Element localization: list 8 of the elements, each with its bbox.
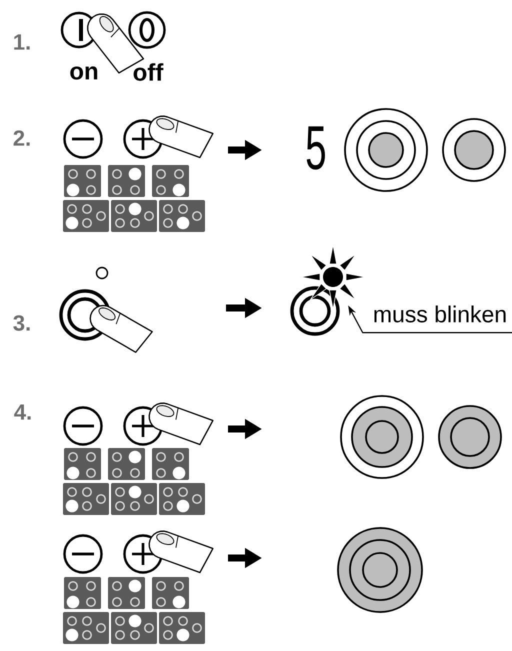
- step-number: 3.: [13, 315, 30, 331]
- step-number: 1.: [14, 34, 30, 50]
- note-text: muss blinken: [374, 306, 506, 322]
- switch-label: off: [134, 63, 164, 81]
- switch-label: on: [70, 66, 98, 80]
- display-digit: 5: [306, 126, 325, 170]
- step-number: 4.: [14, 404, 31, 420]
- step-number: 2.: [14, 130, 30, 146]
